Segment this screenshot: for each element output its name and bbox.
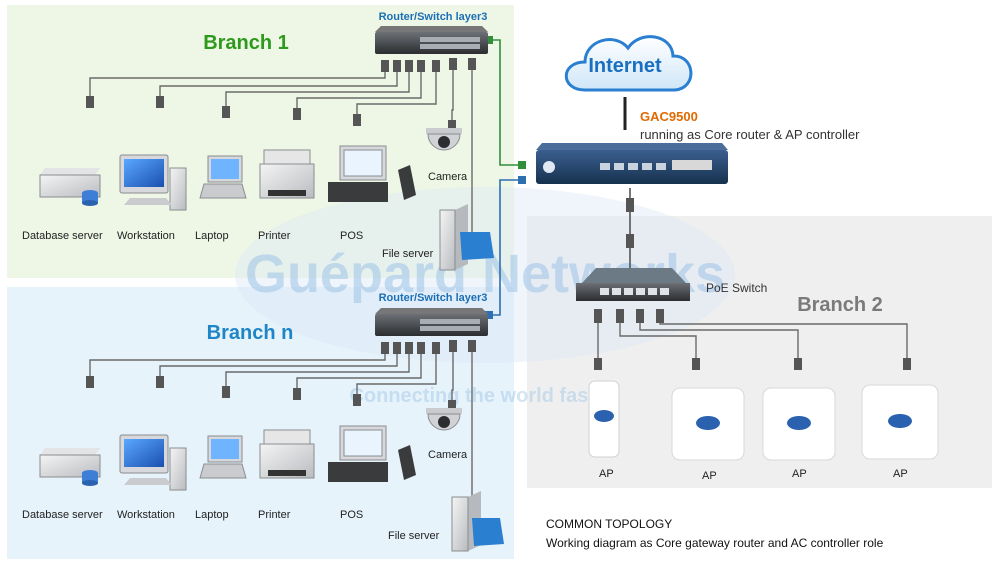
uplink-branchn-core-connector [518, 176, 526, 184]
branch1-database-server-icon [39, 168, 101, 206]
ap-2-icon [671, 387, 745, 461]
branchn-laptop-label: Laptop [195, 509, 229, 521]
branch1-file-server-label: File server [382, 248, 434, 260]
ap-1-label: AP [599, 468, 614, 480]
poe-switch-label: PoE Switch [706, 281, 767, 295]
core-router-icon [536, 143, 728, 184]
poe-port-connectors [594, 309, 911, 370]
branchn-database-server-icon [39, 448, 101, 486]
branchn-workstation-label: Workstation [117, 509, 175, 521]
svg-text:Internet: Internet [588, 55, 662, 77]
svg-text:Branch 2: Branch 2 [797, 294, 883, 316]
branchn-pos-label: POS [340, 509, 364, 521]
svg-text:Router/Switch layer3: Router/Switch layer3 [379, 292, 488, 304]
branch1-title: Branch 1 [203, 32, 289, 54]
core-cable-connector-top [626, 198, 634, 212]
svg-text:Branch n: Branch n [207, 322, 294, 344]
svg-text:Router/Switch layer3: Router/Switch layer3 [379, 11, 488, 23]
branchn-file-server-icon [451, 491, 504, 552]
ap-4-icon [861, 384, 939, 460]
uplink-branchn [489, 179, 520, 316]
ap-3-icon [762, 387, 836, 461]
footer-subtitle: Working diagram as Core gateway router a… [546, 536, 884, 550]
branchn-laptop-icon [199, 435, 247, 479]
branchn-workstation-icon [119, 434, 187, 491]
branchn-database-server-label: Database server [22, 509, 103, 521]
branch1-camera-label: Camera [428, 171, 468, 183]
uplink-branch1-core-connector [518, 161, 526, 169]
footer-title: COMMON TOPOLOGY [546, 517, 673, 531]
branch1-file-server-icon [439, 204, 494, 271]
watermark-ellipse [235, 187, 735, 363]
branch2-title: Branch 2 [797, 294, 883, 316]
branch1-database-server-label: Database server [22, 230, 103, 242]
svg-text:Branch 1: Branch 1 [203, 32, 289, 54]
core-name: GAC9500 [640, 109, 698, 124]
core-cable-connector-bottom [626, 234, 634, 248]
branch1-router-switch-icon [375, 26, 488, 54]
ap-4-label: AP [893, 468, 908, 480]
branch1-camera-icon [426, 128, 462, 151]
branch1-pos-icon [328, 145, 416, 202]
internet-cloud-icon [564, 35, 693, 92]
poe-switch-icon [576, 268, 690, 301]
branch1-printer-label: Printer [258, 230, 291, 242]
branch1-laptop-icon [199, 155, 247, 199]
branchn-file-server-label: File server [388, 530, 440, 542]
branch1-laptop-label: Laptop [195, 230, 229, 242]
branch1-workstation-icon [119, 154, 187, 211]
internet-label: Internet [588, 55, 662, 77]
core-role: running as Core router & AP controller [640, 127, 860, 142]
branchn-camera-icon [426, 408, 462, 431]
branch1-port-connectors [86, 58, 476, 132]
branchn-cabling [89, 348, 473, 505]
branch1-pos-label: POS [340, 230, 364, 242]
branchn-printer-label: Printer [258, 509, 291, 521]
branch1-workstation-label: Workstation [117, 230, 175, 242]
uplink-branch1-connector [485, 36, 493, 44]
branchn-router-switch-label: Router/Switch layer3 [379, 292, 488, 304]
uplink-branch1 [489, 39, 520, 166]
branchn-printer-icon [259, 429, 315, 479]
branchn-camera-label: Camera [428, 449, 468, 461]
ap-2-label: AP [702, 470, 717, 482]
svg-text:GAC9500: GAC9500 [640, 109, 698, 124]
branch1-printer-icon [259, 149, 315, 199]
svg-text:PoE Switch: PoE Switch [706, 281, 767, 295]
branchn-router-switch-icon [375, 308, 488, 336]
watermark-slogan: Connecting the world faster! [349, 385, 620, 407]
branch1-router-switch-label: Router/Switch layer3 [379, 11, 488, 23]
uplink-branchn-connector [485, 311, 493, 319]
svg-text:Connecting the world faster!: Connecting the world faster! [349, 385, 620, 407]
svg-text:running as Core router & AP co: running as Core router & AP controller [640, 127, 860, 142]
ap-3-label: AP [792, 468, 807, 480]
ap-1-icon [588, 380, 620, 458]
branchn-title: Branch n [207, 322, 294, 344]
branchn-pos-icon [328, 425, 416, 482]
